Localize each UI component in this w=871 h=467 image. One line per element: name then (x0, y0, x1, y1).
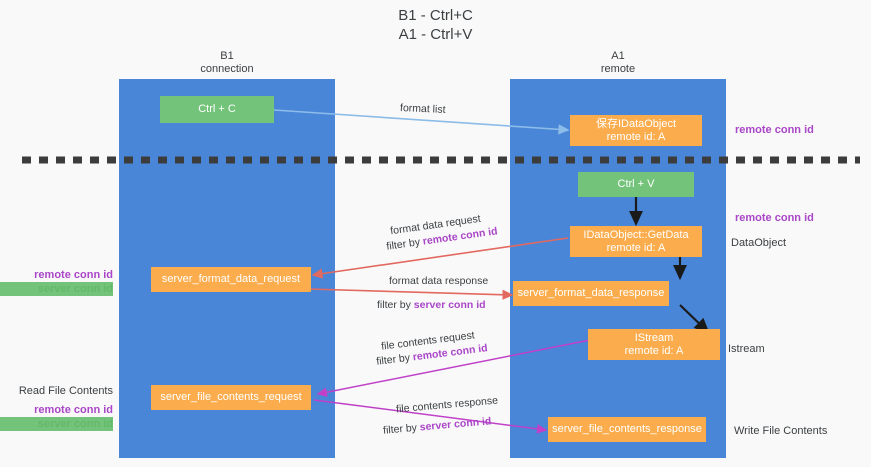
edge-label-file-contents-response: file contents response (395, 394, 499, 416)
box-save-idataobject[interactable]: 保存IDataObject remote id: A (570, 115, 702, 146)
box-idataobject-getdata[interactable]: IDataObject::GetData remote id: A (570, 226, 702, 257)
box-idataobject-getdata-label: IDataObject::GetData remote id: A (583, 228, 689, 254)
box-server-file-contents-request[interactable]: server_file_contents_request (151, 385, 311, 410)
edge-label-format-data-response: format data response (389, 275, 489, 287)
annotation-dataobject: DataObject (731, 237, 787, 249)
arrow-format-data-response (307, 288, 514, 300)
box-server-file-contents-response[interactable]: server_file_contents_response (548, 417, 706, 442)
box-ctrl-v[interactable]: Ctrl + V (578, 172, 694, 197)
edge-label-file-contents-response-filter: filter by server conn id (382, 415, 492, 437)
box-server-format-data-request[interactable]: server_format_data_request (151, 267, 311, 292)
diagram-title: B1 - Ctrl+C A1 - Ctrl+V (398, 7, 473, 43)
lane-header-b1: B1 connection (200, 50, 254, 75)
annotation-left-server-conn-id: server conn id (0, 282, 113, 296)
box-server-format-data-response[interactable]: server_format_data_response (513, 281, 669, 306)
box-ctrl-c-label: Ctrl + C (198, 103, 236, 115)
annotation-right-mid-remote-conn-id: remote conn id (735, 212, 814, 224)
annotation-istream: Istream (728, 343, 765, 355)
key-server-conn-id: server conn id (419, 415, 492, 434)
edge-label-format-data-response-filter: filter by server conn id (377, 299, 486, 311)
box-server-format-data-request-label: server_format_data_request (161, 273, 301, 285)
box-server-format-data-response-label: server_format_data_response (517, 287, 665, 299)
annotation-left-remote-conn-id: remote conn id (34, 269, 113, 281)
box-server-file-contents-request-label: server_file_contents_request (160, 391, 302, 403)
annotation-left-bottom-server-conn-id: server conn id (0, 417, 113, 431)
box-ctrl-v-label: Ctrl + V (617, 178, 655, 190)
annotation-read-file-contents: Read File Contents (18, 385, 113, 397)
box-ctrl-c[interactable]: Ctrl + C (160, 96, 274, 123)
box-istream-label: IStream remote id: A (624, 331, 684, 357)
box-save-idataobject-label: 保存IDataObject remote id: A (595, 117, 677, 143)
lane-header-a1: A1 remote (600, 50, 636, 75)
annotation-write-file-contents: Write File Contents (734, 425, 828, 437)
edge-label-format-list: format list (399, 102, 446, 116)
annotation-left-bottom-remote-conn-id: remote conn id (34, 404, 113, 416)
box-istream[interactable]: IStream remote id: A (588, 329, 720, 360)
key-server-conn-id: server conn id (413, 299, 486, 311)
annotation-right-top-remote-conn-id: remote conn id (735, 124, 814, 136)
box-server-file-contents-response-label: server_file_contents_response (552, 423, 702, 435)
